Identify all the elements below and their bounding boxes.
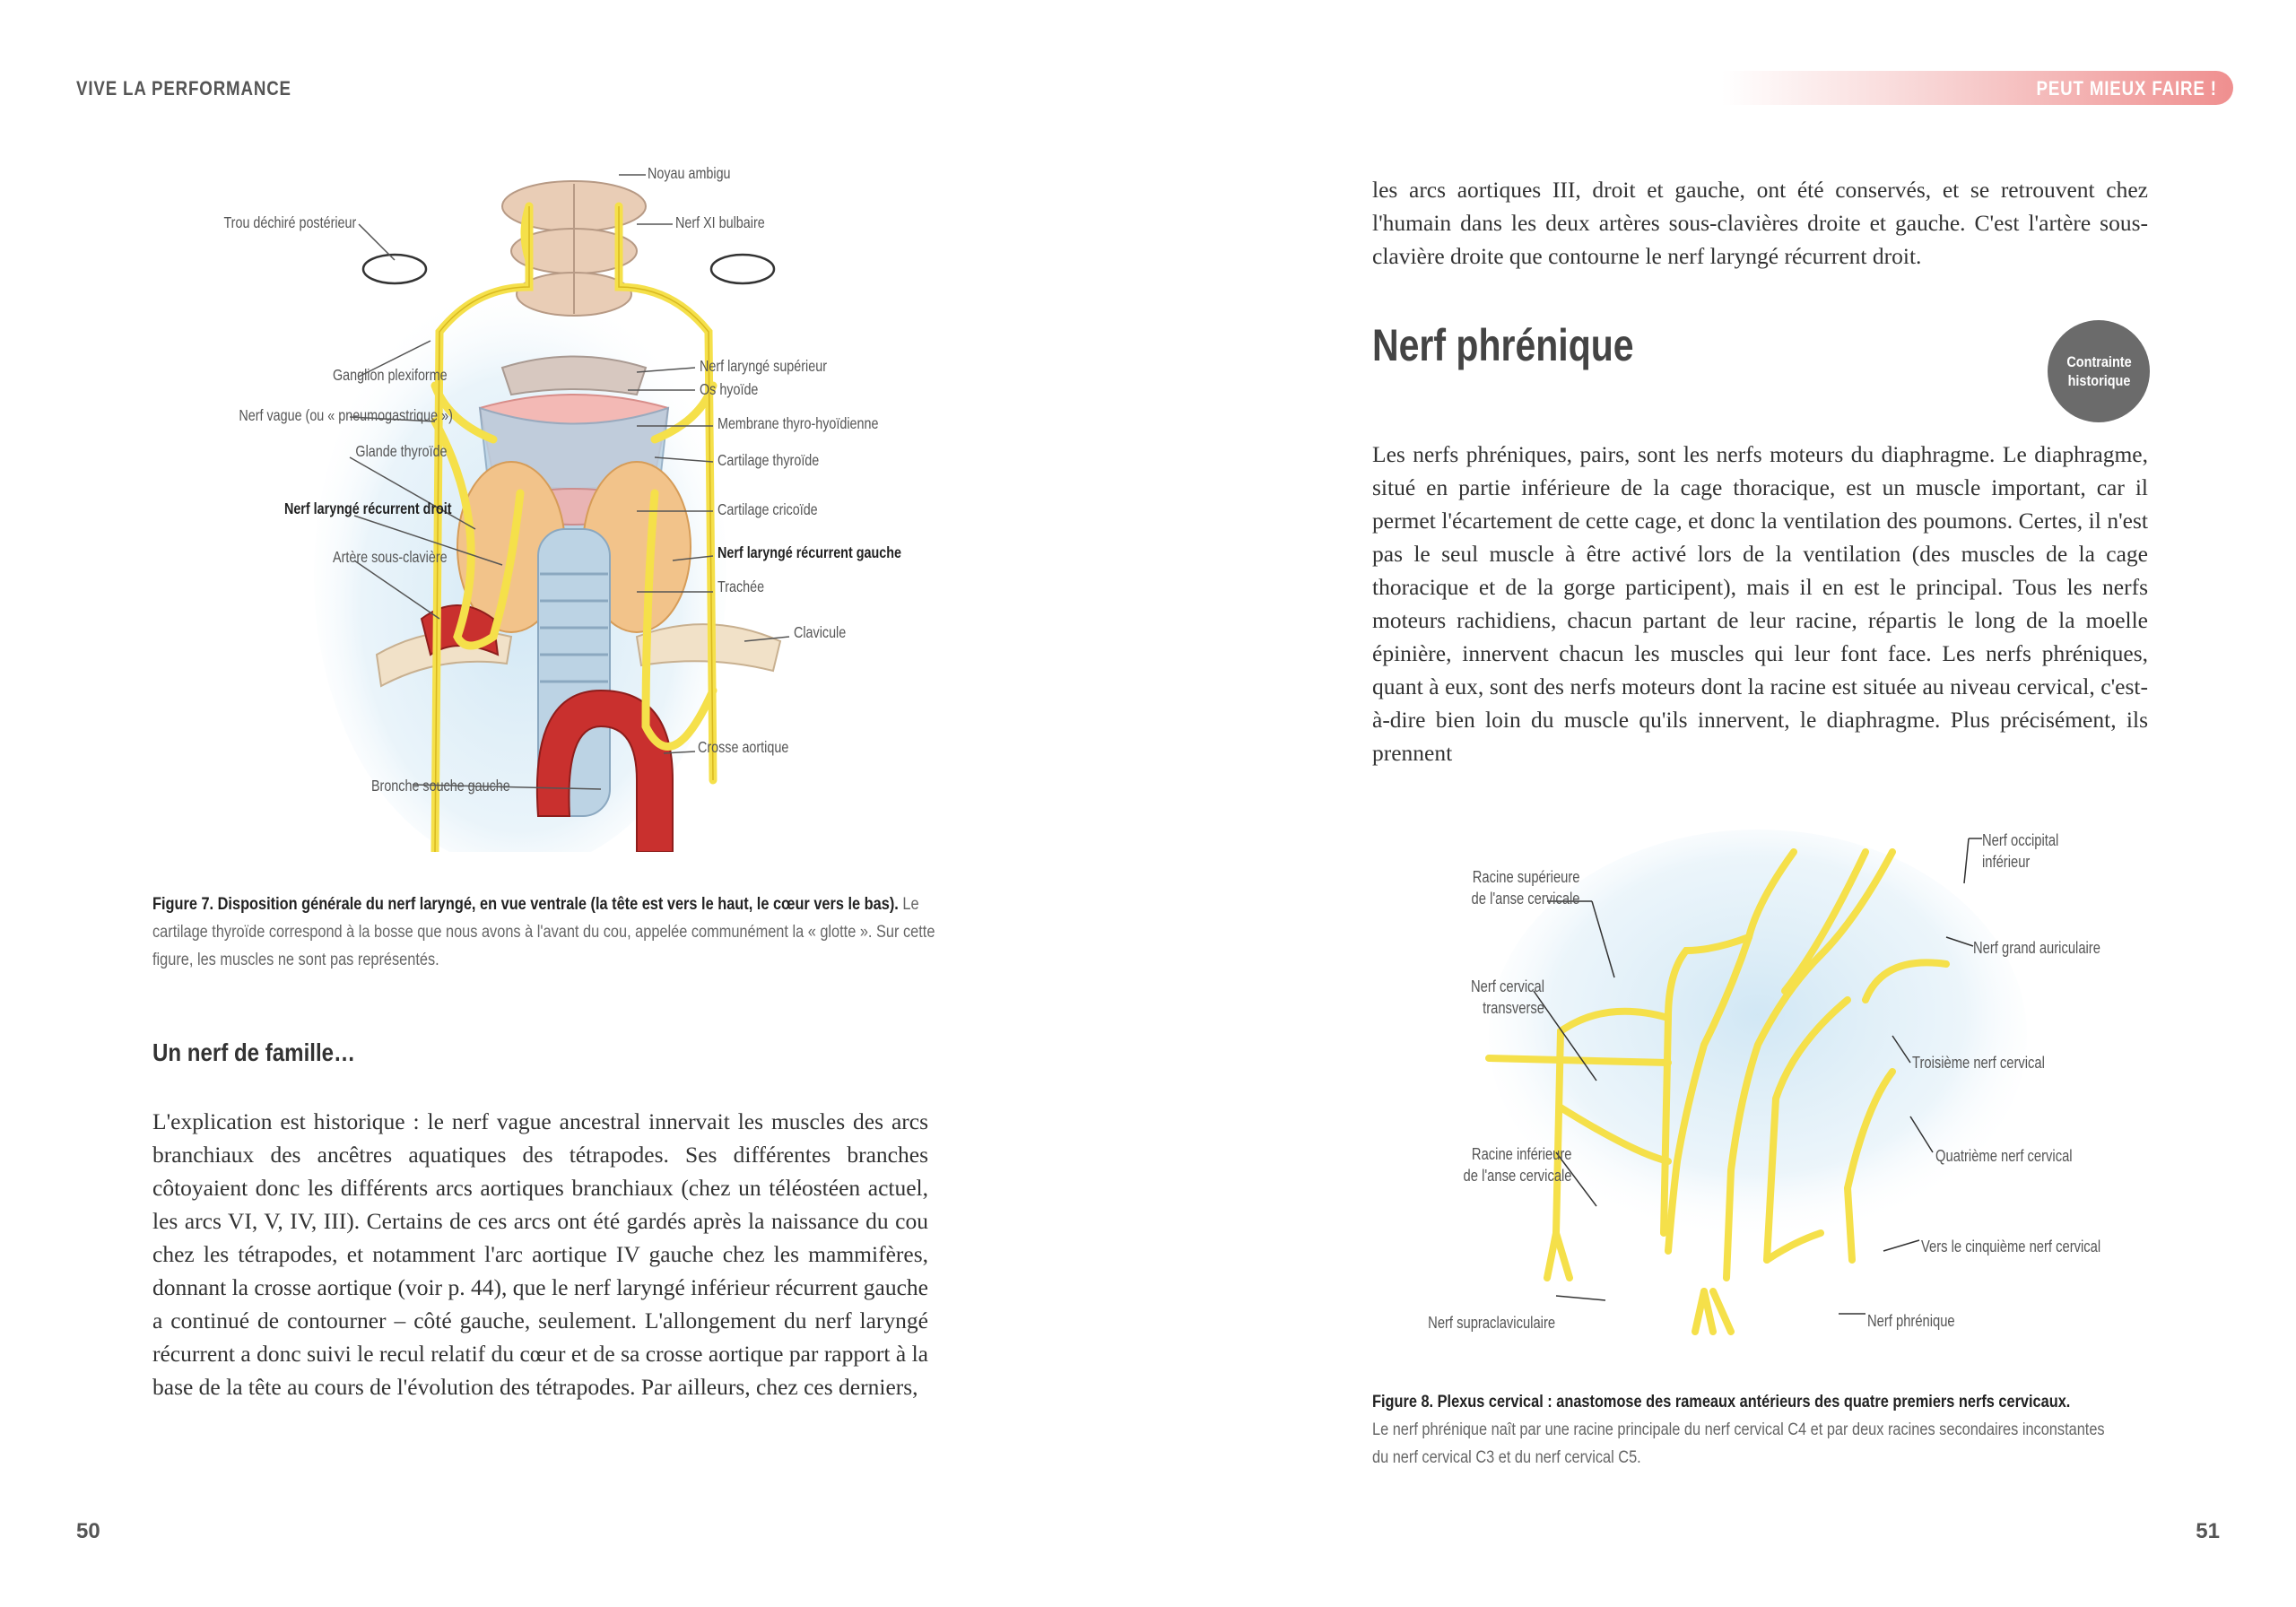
label-cartilage-cricoide: Cartilage cricoïde bbox=[718, 500, 818, 518]
figure-8-caption-title: Figure 8. Plexus cervical : anastomose d… bbox=[1372, 1393, 2071, 1412]
running-header-right: PEUT MIEUX FAIRE ! bbox=[2036, 77, 2217, 100]
label-clavicule: Clavicule bbox=[794, 623, 847, 641]
label-noyau-ambigu: Noyau ambigu bbox=[648, 164, 731, 182]
aortic-arch bbox=[535, 689, 674, 853]
label-os-hyoide: Os hyoïde bbox=[700, 380, 759, 398]
label-cinquieme-nerf-cervical: Vers le cinquième nerf cervical bbox=[1921, 1238, 2101, 1255]
figure-8-caption-line-1: Le nerf phrénique naît par une racine pr… bbox=[1372, 1420, 2105, 1439]
figure-7-caption: Figure 7. Disposition générale du nerf l… bbox=[152, 890, 942, 974]
label-nerf-recurrent-droit: Nerf laryngé récurrent droit bbox=[284, 499, 452, 517]
figure-7-caption-title: Figure 7. Disposition générale du nerf l… bbox=[152, 895, 899, 914]
label-glande-thyroide: Glande thyroïde bbox=[355, 442, 448, 460]
label-trou-dechire: Trou déchiré postérieur bbox=[223, 213, 356, 231]
label-ganglion-plexiforme: Ganglion plexiforme bbox=[333, 366, 448, 384]
figure-8-leader-lines bbox=[1533, 838, 1982, 1315]
label-trachee: Trachée bbox=[718, 578, 765, 595]
label-cartilage-thyroide: Cartilage thyroïde bbox=[718, 451, 820, 469]
figure-8-illustration: Racine supérieure de l'anse cervicale Ne… bbox=[1399, 812, 2206, 1350]
figure-7-illustration: Noyau ambigu Nerf XI bulbaire Trou déchi… bbox=[99, 152, 960, 870]
body-paragraph-right: Les nerfs phréniques, pairs, sont les ne… bbox=[1372, 441, 2148, 766]
page-number-left: 50 bbox=[76, 1519, 100, 1543]
label-nerf-recurrent-gauche: Nerf laryngé récurrent gauche bbox=[718, 543, 901, 561]
label-bronche-souche-gauche: Bronche souche gauche bbox=[371, 777, 510, 795]
section-heading-nerf-phrenique: Nerf phrénique bbox=[1372, 320, 1634, 370]
body-paragraph-right-intro: les arcs aortiques III, droit et gauche,… bbox=[1372, 177, 2148, 269]
label-nerf-vague: Nerf vague (ou « pneumogastrique ») bbox=[239, 406, 453, 424]
label-nerf-phrenique: Nerf phrénique bbox=[1867, 1312, 1955, 1330]
brainstem-sections bbox=[501, 180, 647, 317]
body-paragraph-left: L'explication est historique : le nerf v… bbox=[152, 1108, 928, 1400]
label-nerf-larynge-superieur: Nerf laryngé supérieur bbox=[700, 357, 827, 375]
running-header-left: VIVE LA PERFORMANCE bbox=[76, 77, 291, 100]
page-number-right: 51 bbox=[2196, 1519, 2220, 1543]
cervical-plexus-nerves bbox=[1485, 848, 1950, 1335]
label-racine-inferieure: Racine inférieure de l'anse cervicale bbox=[1464, 1145, 1572, 1185]
badge-line-2: historique bbox=[2067, 372, 2130, 389]
label-crosse-aortique: Crosse aortique bbox=[698, 738, 789, 756]
label-nerf-grand-auriculaire: Nerf grand auriculaire bbox=[1973, 939, 2100, 957]
figure-7-drawing bbox=[314, 174, 790, 870]
running-header-right-band bbox=[1722, 71, 2233, 105]
hyoid-bone bbox=[500, 355, 648, 396]
label-racine-superieure: Racine supérieure de l'anse cervicale bbox=[1472, 868, 1580, 908]
background-wash bbox=[1489, 830, 2027, 1242]
figure-8-drawing bbox=[1485, 830, 2027, 1335]
contrainte-historique-badge: Contrainte historique bbox=[2048, 320, 2150, 422]
label-nerf-supraclaviculaire: Nerf supraclaviculaire bbox=[1428, 1314, 1555, 1332]
label-nerf-xi-bulbaire: Nerf XI bulbaire bbox=[675, 213, 765, 231]
label-nerf-occipital-inferieur: Nerf occipital inférieur bbox=[1982, 831, 2059, 871]
section-heading-nerf-de-famille: Un nerf de famille… bbox=[152, 1038, 356, 1066]
badge-line-1: Contrainte bbox=[2066, 353, 2132, 370]
label-artere-sous-claviere: Artère sous-clavière bbox=[333, 548, 448, 566]
label-quatrieme-nerf-cervical: Quatrième nerf cervical bbox=[1935, 1147, 2073, 1165]
label-nerf-cervical-transverse: Nerf cervical transverse bbox=[1470, 977, 1544, 1017]
label-membrane-thyro-hyoidienne: Membrane thyro-hyoïdienne bbox=[718, 414, 879, 432]
label-troisieme-nerf-cervical: Troisième nerf cervical bbox=[1912, 1054, 2045, 1072]
figure-7-leader-lines bbox=[349, 174, 790, 790]
figure-8-caption: Figure 8. Plexus cervical : anastomose d… bbox=[1372, 1388, 2291, 1472]
figure-8-caption-line-2: du nerf cervical C3 et du nerf cervical … bbox=[1372, 1448, 1641, 1467]
figure-7-caption-text: Le cartilage thyroïde correspond à la bo… bbox=[152, 895, 935, 969]
